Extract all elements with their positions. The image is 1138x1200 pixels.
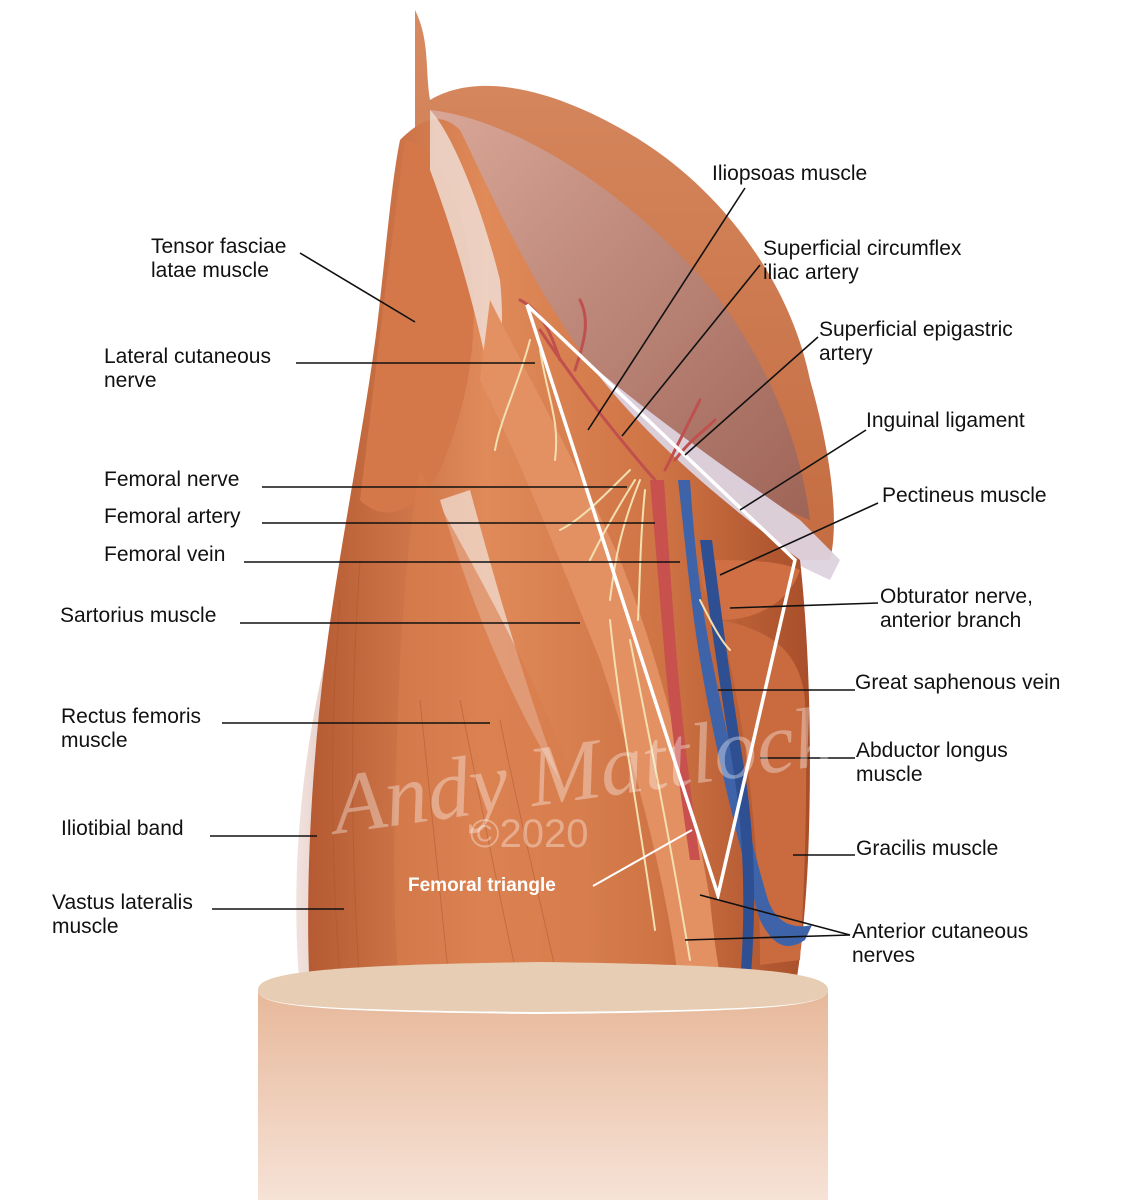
iliopsoas-shape bbox=[430, 110, 810, 520]
label-sartorius-muscle: Sartorius muscle bbox=[60, 604, 217, 627]
femoral-artery-shape bbox=[650, 480, 700, 860]
leader-lines bbox=[210, 187, 879, 941]
label-gracilis-muscle: Gracilis muscle bbox=[856, 837, 999, 860]
label-femoral-nerve: Femoral nerve bbox=[104, 468, 240, 491]
cut-surface-top bbox=[258, 962, 828, 1012]
label-inguinal-ligament: Inguinal ligament bbox=[866, 409, 1025, 432]
label-line: Superficial epigastric bbox=[819, 318, 1013, 341]
label-line: Obturator nerve, bbox=[880, 585, 1033, 608]
label-line: muscle bbox=[52, 915, 119, 938]
adductor-longus-shape bbox=[720, 620, 807, 965]
label-vastus-lateralis-muscle: Vastus lateralis muscle bbox=[52, 891, 193, 939]
label-line: Vastus lateralis bbox=[52, 891, 193, 914]
sartorius-shape bbox=[480, 300, 725, 995]
label-iliopsoas-muscle: Iliopsoas muscle bbox=[712, 162, 868, 185]
label-lateral-cutaneous-nerve: Lateral cutaneous nerve bbox=[104, 345, 271, 393]
label-obturator-nerve-anterior-branch: Obturator nerve, anterior branch bbox=[880, 585, 1033, 633]
label-line: Rectus femoris bbox=[61, 705, 202, 728]
great-saphenous-vein-shape bbox=[700, 540, 755, 985]
label-line: muscle bbox=[61, 729, 128, 752]
label-tensor-fasciae-latae-muscle: Tensor fasciae latae muscle bbox=[151, 235, 286, 283]
label-line: nerves bbox=[852, 944, 916, 967]
label-anterior-cutaneous-nerves: Anterior cutaneous nerves bbox=[852, 920, 1028, 968]
pectineus-shape bbox=[700, 560, 800, 620]
cut-surface-body bbox=[258, 990, 828, 1200]
label-line: Anterior cutaneous bbox=[852, 920, 1029, 943]
label-line: Lateral cutaneous bbox=[104, 345, 271, 368]
label-line: Superficial circumflex bbox=[763, 237, 962, 260]
tensor-fasciae-latae-shape bbox=[360, 140, 474, 513]
label-line: nerve bbox=[104, 369, 157, 392]
label-line: anterior branch bbox=[880, 609, 1022, 632]
label-rectus-femoris-muscle: Rectus femoris muscle bbox=[61, 705, 201, 753]
label-line: artery bbox=[819, 342, 873, 365]
superficial-arteries bbox=[518, 298, 717, 482]
label-femoral-vein: Femoral vein bbox=[104, 543, 226, 566]
label-femoral-artery: Femoral artery bbox=[104, 505, 241, 528]
label-femoral-triangle: Femoral triangle bbox=[408, 875, 556, 896]
femoral-triangle-leader bbox=[592, 829, 693, 887]
tensor-fascia-tendon bbox=[430, 110, 502, 380]
label-line: iliac artery bbox=[763, 261, 859, 284]
label-abductor-longus-muscle: Abductor longus muscle bbox=[856, 739, 1008, 787]
femoral-triangle-outline bbox=[525, 303, 797, 902]
label-line: muscle bbox=[856, 763, 923, 786]
label-pectineus-muscle: Pectineus muscle bbox=[882, 484, 1047, 507]
label-great-saphenous-vein: Great saphenous vein bbox=[855, 671, 1061, 694]
label-line: Abductor longus bbox=[856, 739, 1008, 762]
label-iliotibial-band: Iliotibial band bbox=[61, 817, 184, 840]
label-line: Tensor fasciae bbox=[151, 235, 287, 258]
label-superficial-epigastric-artery: Superficial epigastric artery bbox=[819, 318, 1013, 366]
rectus-femoris-shape bbox=[394, 470, 597, 995]
label-superficial-circumflex-iliac-artery: Superficial circumflex iliac artery bbox=[763, 237, 961, 285]
label-line: latae muscle bbox=[151, 259, 269, 282]
